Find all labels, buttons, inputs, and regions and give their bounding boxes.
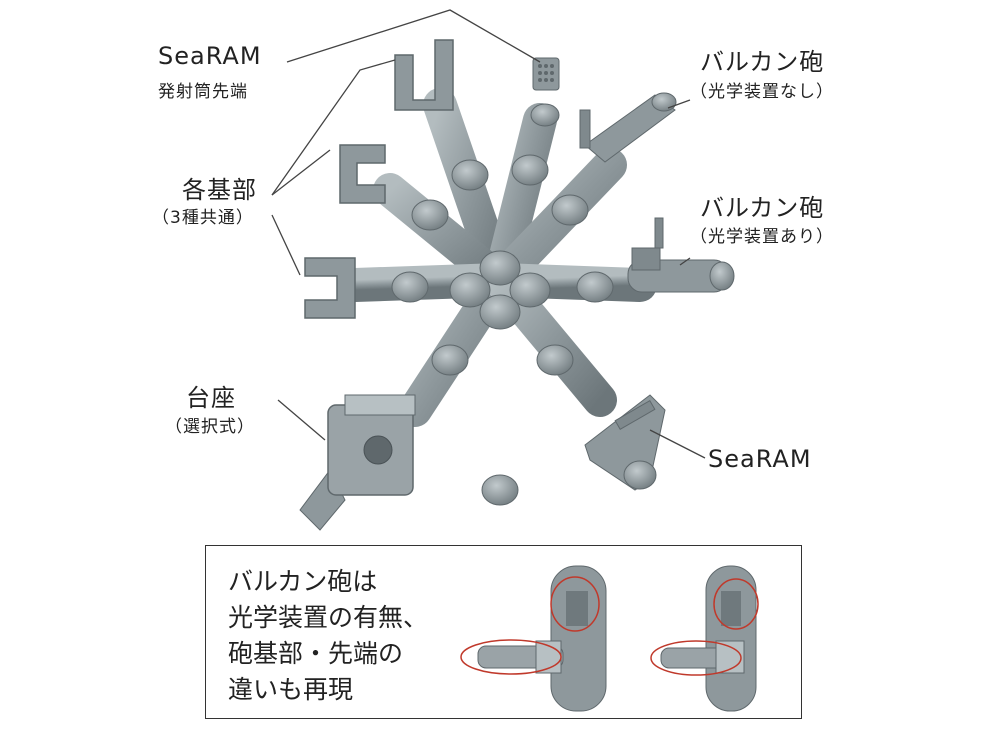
base-part-2: [339, 144, 386, 204]
callout-line: 違いも再現: [228, 675, 354, 704]
sprue-knobs: [391, 103, 614, 506]
label-vulcan-no-optics-title: バルカン砲: [700, 48, 825, 76]
vulcan-optics-part: [627, 217, 735, 293]
label-searam: SeaRAM: [708, 445, 812, 473]
label-base-parts-title: 各基部: [182, 176, 257, 204]
base-part-3: [304, 257, 356, 319]
callout-line: 砲基部・先端の: [228, 639, 404, 668]
callout-detail-photos: [460, 565, 759, 712]
callout-text: バルカン砲は 光学装置の有無、 砲基部・先端の 違いも再現: [228, 564, 428, 708]
detail-vulcan-optics: [650, 565, 759, 712]
detail-vulcan-no-optics: [460, 565, 607, 712]
label-base-parts-sub: （3種共通）: [152, 208, 254, 228]
leader-lines: [271, 9, 706, 459]
label-vulcan-optics-sub: （光学装置あり）: [690, 227, 834, 247]
label-vulcan-optics-title: バルカン砲: [700, 194, 825, 222]
searam-tip-part: [532, 57, 560, 91]
vulcan-no-optics-part: [579, 92, 677, 163]
base-part-1: [394, 39, 454, 111]
searam-part: [584, 394, 666, 491]
label-pedestal-title: 台座: [186, 384, 236, 412]
callout-box: バルカン砲は 光学装置の有無、 砲基部・先端の 違いも再現: [205, 545, 802, 719]
label-searam-tip-title: SeaRAM: [158, 42, 262, 70]
callout-line: 光学装置の有無、: [228, 603, 429, 632]
label-pedestal-sub: （選択式）: [165, 417, 255, 437]
callout-line: バルカン砲は: [228, 567, 378, 596]
pedestal-part: [299, 394, 416, 531]
label-vulcan-no-optics-sub: （光学装置なし）: [690, 82, 834, 102]
label-searam-tip-sub: 発射筒先端: [158, 82, 248, 102]
